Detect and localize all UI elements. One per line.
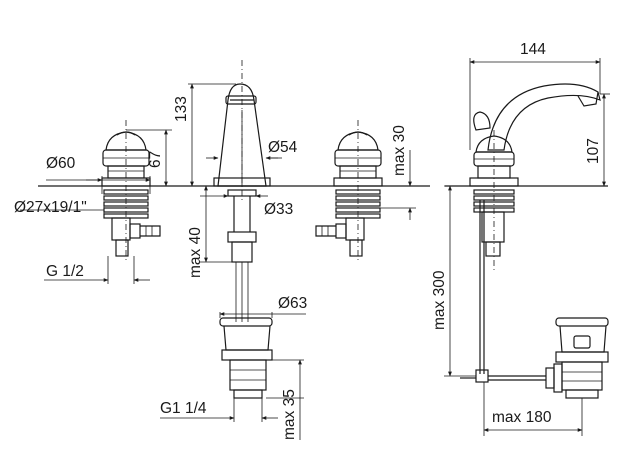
dim-max180	[483, 382, 583, 436]
drain-front	[219, 317, 273, 399]
dim-h67	[126, 129, 172, 187]
dim-max300	[444, 185, 476, 377]
drain-side	[545, 317, 609, 399]
dim-g114	[160, 398, 278, 422]
label-d27: Ø27x19/1"	[14, 199, 87, 216]
dim-d27	[20, 202, 105, 214]
label-d33: Ø33	[264, 201, 293, 218]
label-max40: max 40	[187, 227, 204, 278]
right-handle-valve	[315, 120, 383, 262]
label-d63: Ø63	[278, 295, 307, 312]
dim-d60	[46, 176, 151, 194]
left-handle-valve	[101, 120, 161, 262]
label-h133: 133	[173, 96, 190, 122]
dim-max35	[266, 359, 304, 440]
label-g114: G1 1/4	[160, 400, 207, 417]
dim-max40	[200, 185, 232, 263]
label-h107: 107	[585, 138, 602, 164]
dim-w144	[469, 58, 601, 150]
label-w144: 144	[520, 41, 546, 58]
label-g12: G 1/2	[46, 263, 84, 280]
label-max180: max 180	[492, 409, 552, 426]
label-max30: max 30	[391, 125, 408, 176]
spout-side	[460, 83, 601, 383]
label-max35: max 35	[281, 389, 298, 440]
label-max300: max 300	[431, 270, 448, 330]
dim-h133	[188, 83, 236, 187]
dim-g12	[44, 256, 150, 284]
dim-h107	[600, 93, 610, 187]
spout-front	[213, 60, 271, 322]
label-h67: 67	[147, 151, 164, 168]
label-d54: Ø54	[268, 139, 298, 156]
dim-d63	[219, 312, 306, 318]
label-d60: Ø60	[46, 155, 76, 172]
dim-max30	[380, 150, 416, 220]
